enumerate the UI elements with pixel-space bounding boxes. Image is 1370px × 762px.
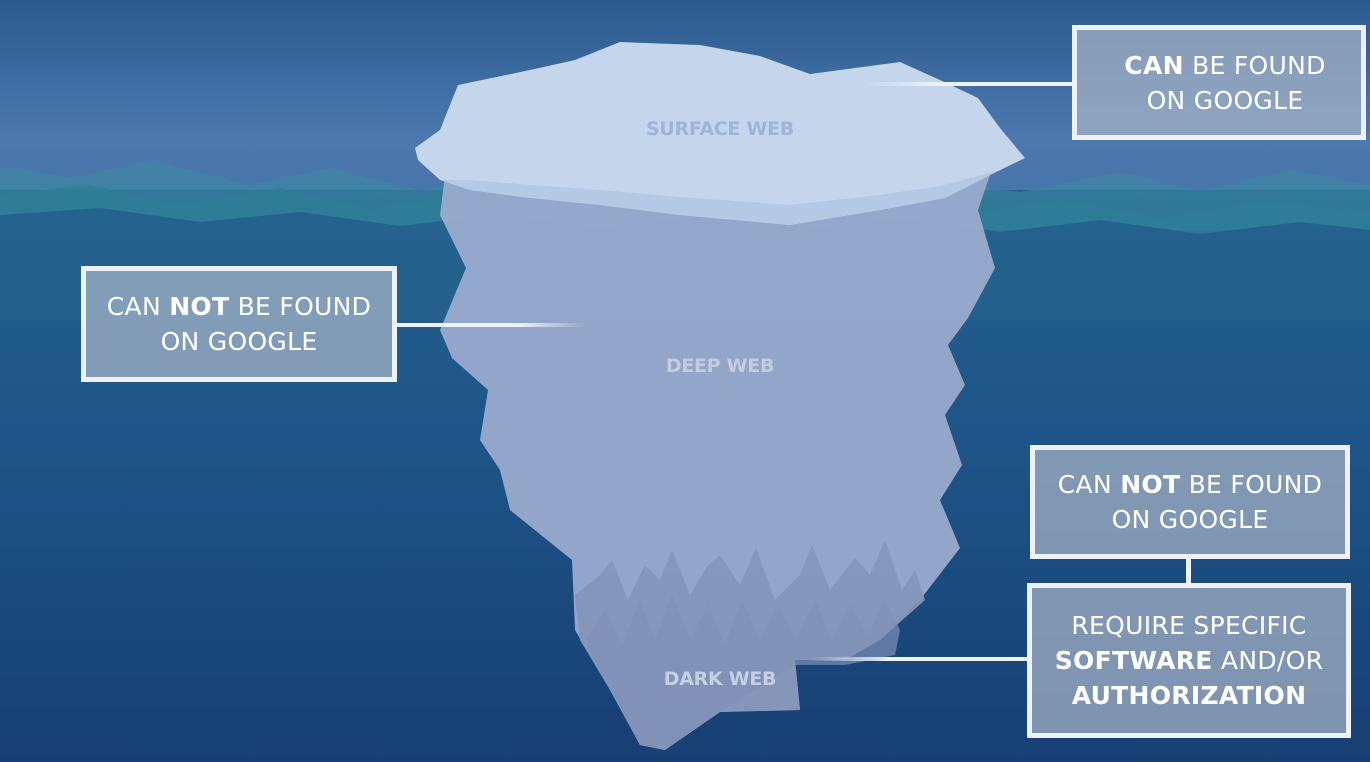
callout-dark2-line3: AUTHORIZATION [1032,678,1346,713]
callout-dark2-andor: AND/OR [1212,646,1324,675]
callout-surface-line1: CAN BE FOUND [1089,48,1361,83]
callout-dark1-line2: ON GOOGLE [1111,505,1269,534]
callout-dark2-authorization: AUTHORIZATION [1071,681,1307,710]
iceberg-tip-shadow [440,158,1025,225]
connector-dark-vertical [1186,557,1191,585]
callout-dark2-line2: SOFTWARE AND/OR [1032,643,1346,678]
callout-surface-rest: BE FOUND [1183,50,1326,80]
deep-web-label: DEEP WEB [666,355,774,377]
callout-deep-line2: ON GOOGLE [160,327,318,356]
iceberg-dark-spikes [585,595,900,750]
connector-surface [860,82,1075,86]
callout-deep-bold: NOT [169,292,230,321]
callout-dark2-line1: REQUIRE SPECIFIC [1071,611,1307,640]
callout-deep-web: CAN NOT BE FOUND ON GOOGLE [81,266,397,382]
callout-deep-pre: CAN [106,292,170,321]
callout-surface-line2: ON GOOGLE [1146,85,1304,115]
callout-dark-web-google: CAN NOT BE FOUND ON GOOGLE [1030,445,1350,559]
surface-web-label: SURFACE WEB [646,118,794,140]
callout-surface-web: CAN BE FOUND ON GOOGLE [1072,25,1366,140]
connector-deep [395,323,585,327]
callout-dark2-software: SOFTWARE [1054,646,1213,675]
callout-dark-web-software: REQUIRE SPECIFIC SOFTWARE AND/OR AUTHORI… [1027,583,1351,738]
callout-dark1-line1: CAN NOT BE FOUND [1035,467,1345,502]
callout-dark1-rest: BE FOUND [1180,470,1323,499]
dark-web-label: DARK WEB [664,668,776,690]
callout-deep-rest: BE FOUND [229,292,372,321]
callout-dark1-pre: CAN [1057,470,1121,499]
callout-surface-bold: CAN [1124,50,1184,80]
callout-dark1-bold: NOT [1120,470,1181,499]
connector-dark [810,657,1030,661]
iceberg-tip [415,42,1025,225]
callout-deep-line1: CAN NOT BE FOUND [86,289,392,324]
